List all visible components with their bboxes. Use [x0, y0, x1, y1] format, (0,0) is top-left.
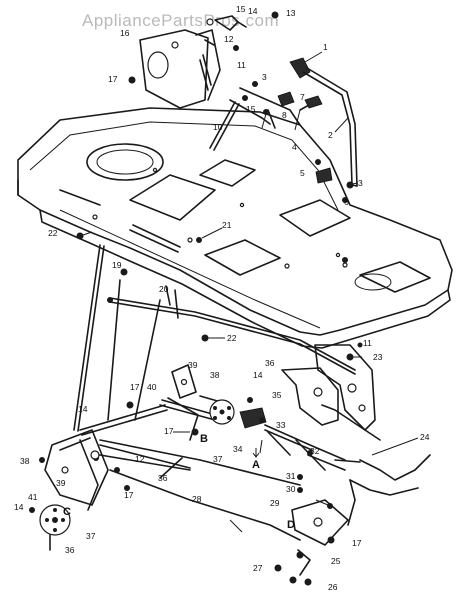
callout-38: 38 [20, 456, 30, 466]
view-letter-a: A [252, 459, 260, 471]
callout-17: 17 [130, 382, 140, 392]
callout-28: 28 [192, 494, 202, 504]
callout-17: 17 [352, 538, 362, 548]
callout-14: 14 [253, 370, 263, 380]
left-lower-bracket [29, 429, 109, 551]
callout-2: 2 [328, 130, 333, 140]
callout-21: 21 [222, 220, 232, 230]
callout-15: 15 [246, 104, 256, 114]
callout-14: 14 [78, 404, 88, 414]
callout-17: 17 [164, 426, 174, 436]
callout-38: 38 [210, 370, 220, 380]
lower-right-bracket [274, 499, 349, 586]
callout-19: 19 [112, 260, 122, 270]
callout-1: 1 [323, 42, 328, 52]
callout-13: 13 [286, 8, 296, 18]
right-hanger-bracket [281, 342, 376, 431]
callout-10: 10 [213, 122, 223, 132]
callout-6: 6 [344, 197, 349, 207]
callout-17: 17 [124, 490, 134, 500]
callout-31: 31 [286, 471, 296, 481]
callout-14: 14 [248, 6, 258, 16]
callout-39: 39 [188, 360, 198, 370]
callout-4: 4 [292, 142, 297, 152]
callout-35: 35 [272, 390, 282, 400]
callout-12: 12 [224, 34, 234, 44]
upper-bracket-plate [139, 15, 247, 109]
callout-labels: 1 2 3 3 4 5 6 7 8 10 11 11 12 12 13 14 1… [14, 4, 430, 592]
callout-16: 16 [120, 28, 130, 38]
callout-36: 36 [158, 473, 168, 483]
callout-23: 23 [373, 352, 383, 362]
callout-24: 24 [420, 432, 430, 442]
view-letter-b: B [200, 433, 208, 445]
callout-22: 22 [227, 333, 237, 343]
lift-link-rod [107, 285, 356, 375]
callout-15: 15 [236, 4, 246, 14]
callout-33: 33 [276, 420, 286, 430]
callout-25: 25 [331, 556, 341, 566]
callout-3: 3 [262, 72, 267, 82]
callout-leader-lines [79, 51, 419, 533]
callout-30: 30 [286, 484, 296, 494]
view-letter-c: C [63, 506, 71, 518]
callout-36: 36 [65, 545, 75, 555]
callout-22: 22 [48, 228, 58, 238]
cross-shaft-linkage [79, 404, 381, 544]
callout-36: 36 [265, 358, 275, 368]
callout-40: 40 [147, 382, 157, 392]
callout-17: 17 [108, 74, 118, 84]
left-side-rods [73, 244, 161, 432]
callout-37: 37 [213, 454, 223, 464]
callout-5: 5 [300, 168, 305, 178]
center-pivot-bracket [126, 364, 267, 441]
callout-20: 20 [159, 284, 169, 294]
callout-11: 11 [237, 60, 246, 70]
callout-12: 12 [135, 454, 145, 464]
callout-14: 14 [14, 502, 24, 512]
view-letters: A B C D [63, 433, 295, 531]
callout-7: 7 [300, 92, 305, 102]
callout-8: 8 [282, 110, 287, 120]
callout-27: 27 [253, 563, 263, 573]
callout-34: 34 [233, 444, 243, 454]
callout-11: 11 [363, 338, 372, 348]
callout-3: 3 [358, 178, 363, 188]
view-letter-d: D [287, 519, 295, 531]
watermark: AppliancePartsPros.com [82, 11, 279, 30]
right-spring-rod [334, 454, 431, 526]
mower-deck-frame [17, 107, 453, 349]
callout-32: 32 [310, 446, 320, 456]
callout-26: 26 [328, 582, 338, 592]
callout-41: 41 [28, 492, 38, 502]
callout-29: 29 [270, 498, 280, 508]
callout-39: 39 [56, 478, 66, 488]
callout-37: 37 [86, 531, 96, 541]
lift-lever-assembly [76, 11, 358, 276]
